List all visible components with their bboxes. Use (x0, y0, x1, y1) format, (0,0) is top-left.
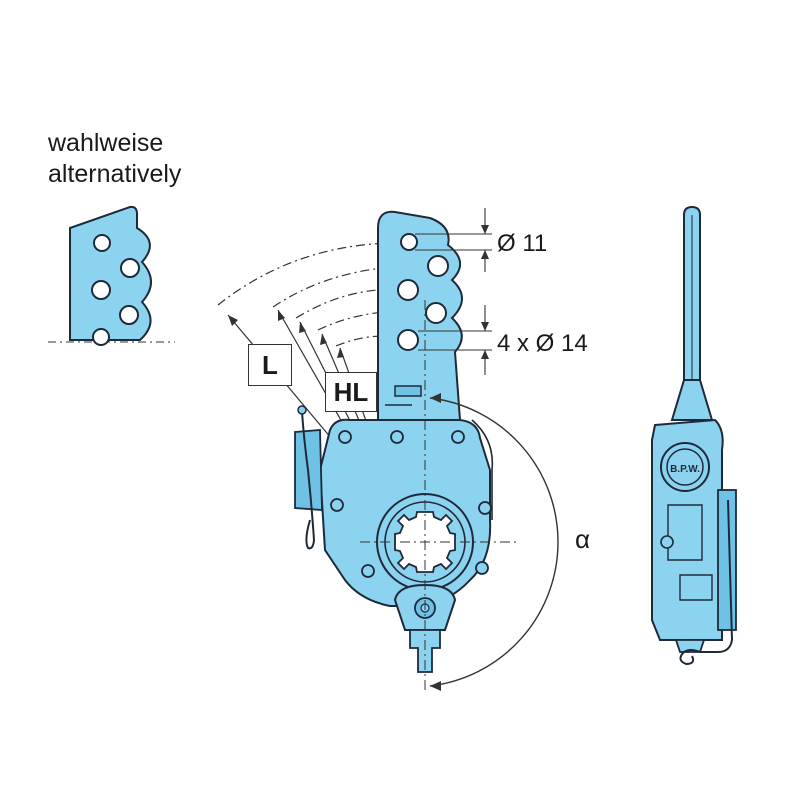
indicator-slot (394, 385, 422, 397)
side-view: B.P.W. (651, 205, 737, 666)
alternative-lever-detail (48, 205, 175, 346)
alternative-caption-de: wahlweise (48, 129, 164, 157)
arc-2 (272, 265, 439, 308)
side-logo-inner (666, 448, 704, 486)
alternative-holes (91, 234, 140, 346)
dimension-label-11: Ø 11 (497, 230, 547, 257)
lever-hole-11 (400, 233, 418, 251)
adjuster-shaft (409, 629, 441, 673)
bolt-3 (451, 430, 465, 444)
clip-knob (297, 405, 307, 415)
dim-arrow-2a (481, 322, 489, 331)
housing-side-rib (471, 419, 494, 520)
dim-arrow-1b (481, 250, 489, 259)
bolt-2 (390, 430, 404, 444)
angle-arc (429, 397, 559, 687)
clip-wire (301, 411, 316, 550)
arc-5 (335, 335, 409, 347)
alt-hole-2 (120, 258, 140, 278)
side-taper (670, 379, 714, 421)
angle-arrow-bottom (430, 681, 441, 691)
lever-hole-14-d (397, 329, 419, 351)
lever-hole-14-a (427, 255, 449, 277)
arrow-heads (228, 310, 344, 358)
lever-hole-14-c (425, 302, 447, 324)
alternative-caption: wahlweise alternatively (48, 128, 181, 190)
arc-3 (295, 288, 409, 319)
lever-hole-14-b (397, 279, 419, 301)
angle-label: α (575, 524, 590, 554)
alternative-caption-en: alternatively (48, 160, 182, 188)
arrow-head-5 (337, 348, 344, 358)
lever-length-arcs (217, 242, 439, 347)
arrow-head-1 (228, 315, 238, 326)
lever-length-alt-label: HL (325, 372, 377, 412)
alternative-lever-outline (69, 205, 152, 341)
side-pin (660, 535, 674, 549)
bolt-4 (330, 498, 344, 512)
side-clip-wire (679, 499, 734, 666)
dim-arrow-2b (481, 350, 489, 359)
bolt-5 (478, 501, 492, 515)
bolt-7 (475, 561, 489, 575)
centerlines (360, 300, 520, 690)
angle-arrow-top (430, 393, 441, 403)
dimension-label-14: 4 x Ø 14 (497, 330, 588, 357)
housing-bolts (330, 430, 492, 578)
arrow-head-2 (278, 310, 285, 321)
lever-holes (397, 233, 449, 351)
lever-length-label: L (248, 344, 292, 386)
dim-arrow-1a (481, 225, 489, 234)
bolt-6 (361, 564, 375, 578)
side-flange (717, 489, 737, 631)
alt-hole-4 (119, 305, 139, 325)
logo-text: B.P.W. (670, 464, 700, 475)
alt-hole-3 (91, 280, 111, 300)
alt-hole-1 (93, 234, 111, 252)
arrow-head-3 (299, 322, 306, 333)
side-detail-2 (679, 574, 713, 601)
arc-4 (317, 310, 437, 331)
alt-hole-5 (92, 328, 110, 346)
main-front-view: α Ø 11 4 x Ø 14 (217, 208, 590, 691)
bolt-1 (338, 430, 352, 444)
arrow-head-4 (320, 334, 327, 345)
